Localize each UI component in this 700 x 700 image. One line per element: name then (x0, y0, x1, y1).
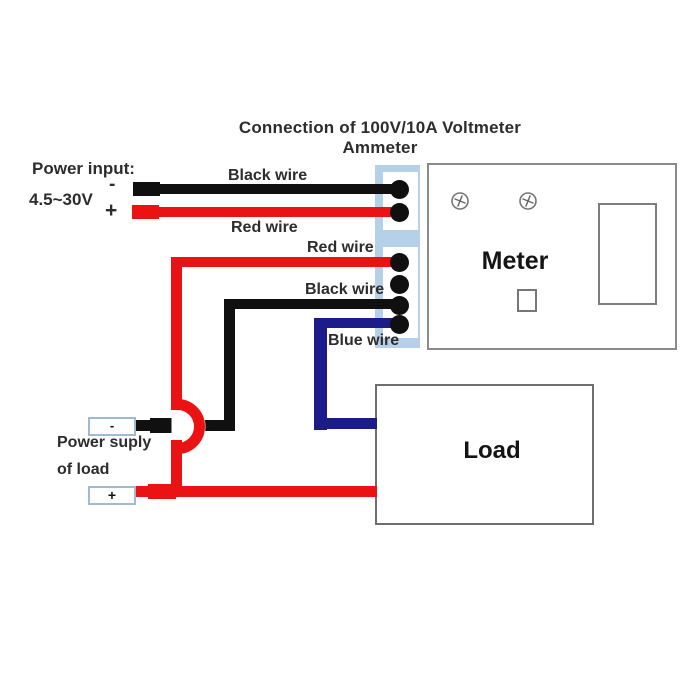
load-box (375, 384, 594, 525)
input-red-wire-label: Red wire (231, 219, 298, 236)
terminal-dot (390, 315, 409, 334)
measure-black-wire (224, 299, 235, 431)
meter-button (517, 289, 537, 312)
measure-blue-wire (314, 318, 399, 328)
input-red-wire (132, 207, 400, 217)
diagram-title: Connection of 100V/10A Voltmeter Ammeter (238, 118, 522, 157)
measure-red-wire (171, 257, 182, 410)
screw-icon (451, 192, 469, 210)
meter-display-window (598, 203, 657, 305)
measure-black-wire-end (150, 418, 177, 433)
power-input-negative-sign: - (109, 174, 116, 195)
wire-crossover-arc (171, 398, 206, 455)
meter-box (427, 163, 677, 350)
power-input-label: Power input: (32, 159, 135, 178)
terminal-dot (390, 253, 409, 272)
measure-black-wire-label: Black wire (305, 281, 385, 298)
load-supply-caption: Power suply (57, 434, 152, 451)
measure-red-wire-label: Red wire (307, 239, 374, 256)
load-supply-positive-terminal: + (88, 486, 136, 505)
load-supply-caption: of load (57, 461, 110, 478)
load-red-wire-end (148, 484, 176, 499)
measure-black-wire (224, 299, 399, 309)
terminal-dot (390, 296, 409, 315)
load-red-wire (132, 486, 377, 497)
load-supply-negative-terminal: - (88, 417, 136, 436)
measure-blue-wire (314, 418, 377, 429)
terminal-dot (390, 203, 409, 222)
measure-blue-wire-label: Blue wire (328, 332, 400, 349)
measure-red-wire (171, 440, 182, 497)
power-input-positive-sign: + (105, 199, 118, 222)
load-label: Load (463, 437, 521, 464)
terminal-dot (390, 275, 409, 294)
input-black-wire-label: Black wire (228, 167, 308, 184)
meter-label: Meter (481, 247, 549, 275)
terminal-dot (390, 180, 409, 199)
measure-red-wire (171, 257, 399, 267)
input-black-wire-end (133, 182, 160, 196)
measure-blue-wire (314, 318, 327, 430)
input-red-wire-end (132, 205, 159, 219)
power-input-voltage: 4.5~30V (29, 190, 93, 209)
input-black-wire (133, 184, 400, 194)
screw-icon (519, 192, 537, 210)
